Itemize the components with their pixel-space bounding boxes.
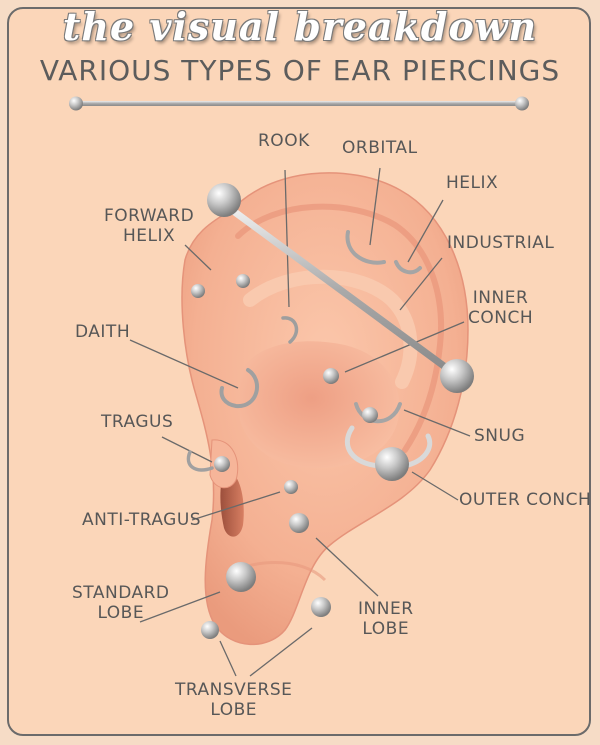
rook-ring [281, 316, 299, 344]
label-helix-line: HELIX [446, 173, 499, 193]
label-forward-helix-line-1: FORWARD [104, 206, 195, 226]
transverse-lobe-ball-2 [311, 597, 331, 617]
pointer-tragus [161, 436, 213, 463]
label-industrial: INDUSTRIAL [447, 233, 554, 253]
ear-illustration [181, 172, 469, 646]
pointer-transverse-lobe-b [249, 627, 313, 677]
label-inner-conch-line-2: CONCH [468, 308, 534, 328]
label-orbital: ORBITAL [342, 138, 418, 158]
pointer-anti-tragus [191, 491, 281, 521]
main-title: VARIOUS TYPES OF EAR PIERCINGS [39, 54, 561, 87]
label-standard-lobe-line-1: STANDARD [72, 583, 170, 603]
label-standard-lobe: STANDARD LOBE [72, 583, 170, 623]
pointer-orbital [369, 167, 381, 246]
label-orbital-line: ORBITAL [342, 138, 418, 158]
label-tragus: TRAGUS [101, 412, 173, 432]
pointer-snug [403, 409, 471, 437]
pointer-outer-conch [411, 471, 459, 501]
pointer-rook [284, 169, 290, 308]
label-snug: SNUG [474, 426, 525, 446]
label-daith: DAITH [75, 322, 130, 342]
inner-lobe-upper-stud [289, 513, 309, 533]
jewelry [186, 183, 474, 639]
anti-tragus-stud [284, 480, 298, 494]
label-forward-helix: FORWARD HELIX [104, 206, 194, 246]
industrial-barbell [207, 183, 474, 393]
outer-conch-ball [375, 447, 409, 481]
label-tragus-line: TRAGUS [101, 412, 174, 432]
label-forward-helix-line-2: HELIX [123, 226, 176, 246]
pointer-standard-lobe [139, 591, 221, 623]
label-outer-conch: OUTER CONCH [459, 490, 591, 510]
pointer-helix [407, 199, 444, 263]
pointer-inner-conch [344, 321, 465, 373]
pointer-industrial [399, 257, 443, 311]
label-rook: ROOK [258, 131, 310, 151]
forward-helix-stud-2 [191, 284, 205, 298]
orbital-ring [345, 230, 386, 265]
forward-helix-stud-1 [236, 274, 250, 288]
label-inner-lobe-line-1: INNER [358, 599, 414, 619]
label-helix: HELIX [446, 173, 498, 193]
script-title: the visual breakdown [62, 4, 538, 49]
snug-bead [362, 407, 378, 423]
label-anti-tragus: ANTI-TRAGUS [82, 510, 201, 530]
label-inner-lobe: INNER LOBE [358, 599, 414, 639]
label-anti-tragus-line: ANTI-TRAGUS [82, 510, 202, 530]
label-standard-lobe-line-2: LOBE [97, 603, 145, 623]
label-inner-conch: INNER CONCH [468, 288, 533, 328]
label-inner-conch-line-1: INNER [472, 288, 529, 308]
pointer-transverse-lobe-a [219, 640, 237, 677]
label-snug-line: SNUG [474, 426, 526, 446]
transverse-lobe-ball-1 [201, 621, 219, 639]
label-rook-line: ROOK [258, 131, 310, 151]
label-industrial-line: INDUSTRIAL [447, 233, 555, 253]
pointer-daith [129, 339, 239, 389]
inner-conch-stud [323, 368, 339, 384]
tragus-bead [214, 456, 230, 472]
label-transverse-lobe-line-2: LOBE [210, 700, 257, 720]
label-transverse-lobe: TRANSVERSE LOBE [175, 680, 292, 720]
label-daith-line: DAITH [75, 322, 131, 342]
standard-lobe-stud [226, 562, 256, 592]
label-inner-lobe-line-2: LOBE [362, 619, 410, 639]
daith-ring [219, 368, 259, 409]
label-transverse-lobe-line-1: TRANSVERSE [175, 680, 293, 700]
helix-ring [394, 260, 422, 275]
label-outer-conch-line: OUTER CONCH [459, 490, 592, 510]
pointer-forward-helix [184, 244, 212, 271]
pointer-lines [129, 167, 471, 677]
pointer-inner-lobe [315, 537, 379, 597]
title-divider-barbell [69, 96, 529, 111]
